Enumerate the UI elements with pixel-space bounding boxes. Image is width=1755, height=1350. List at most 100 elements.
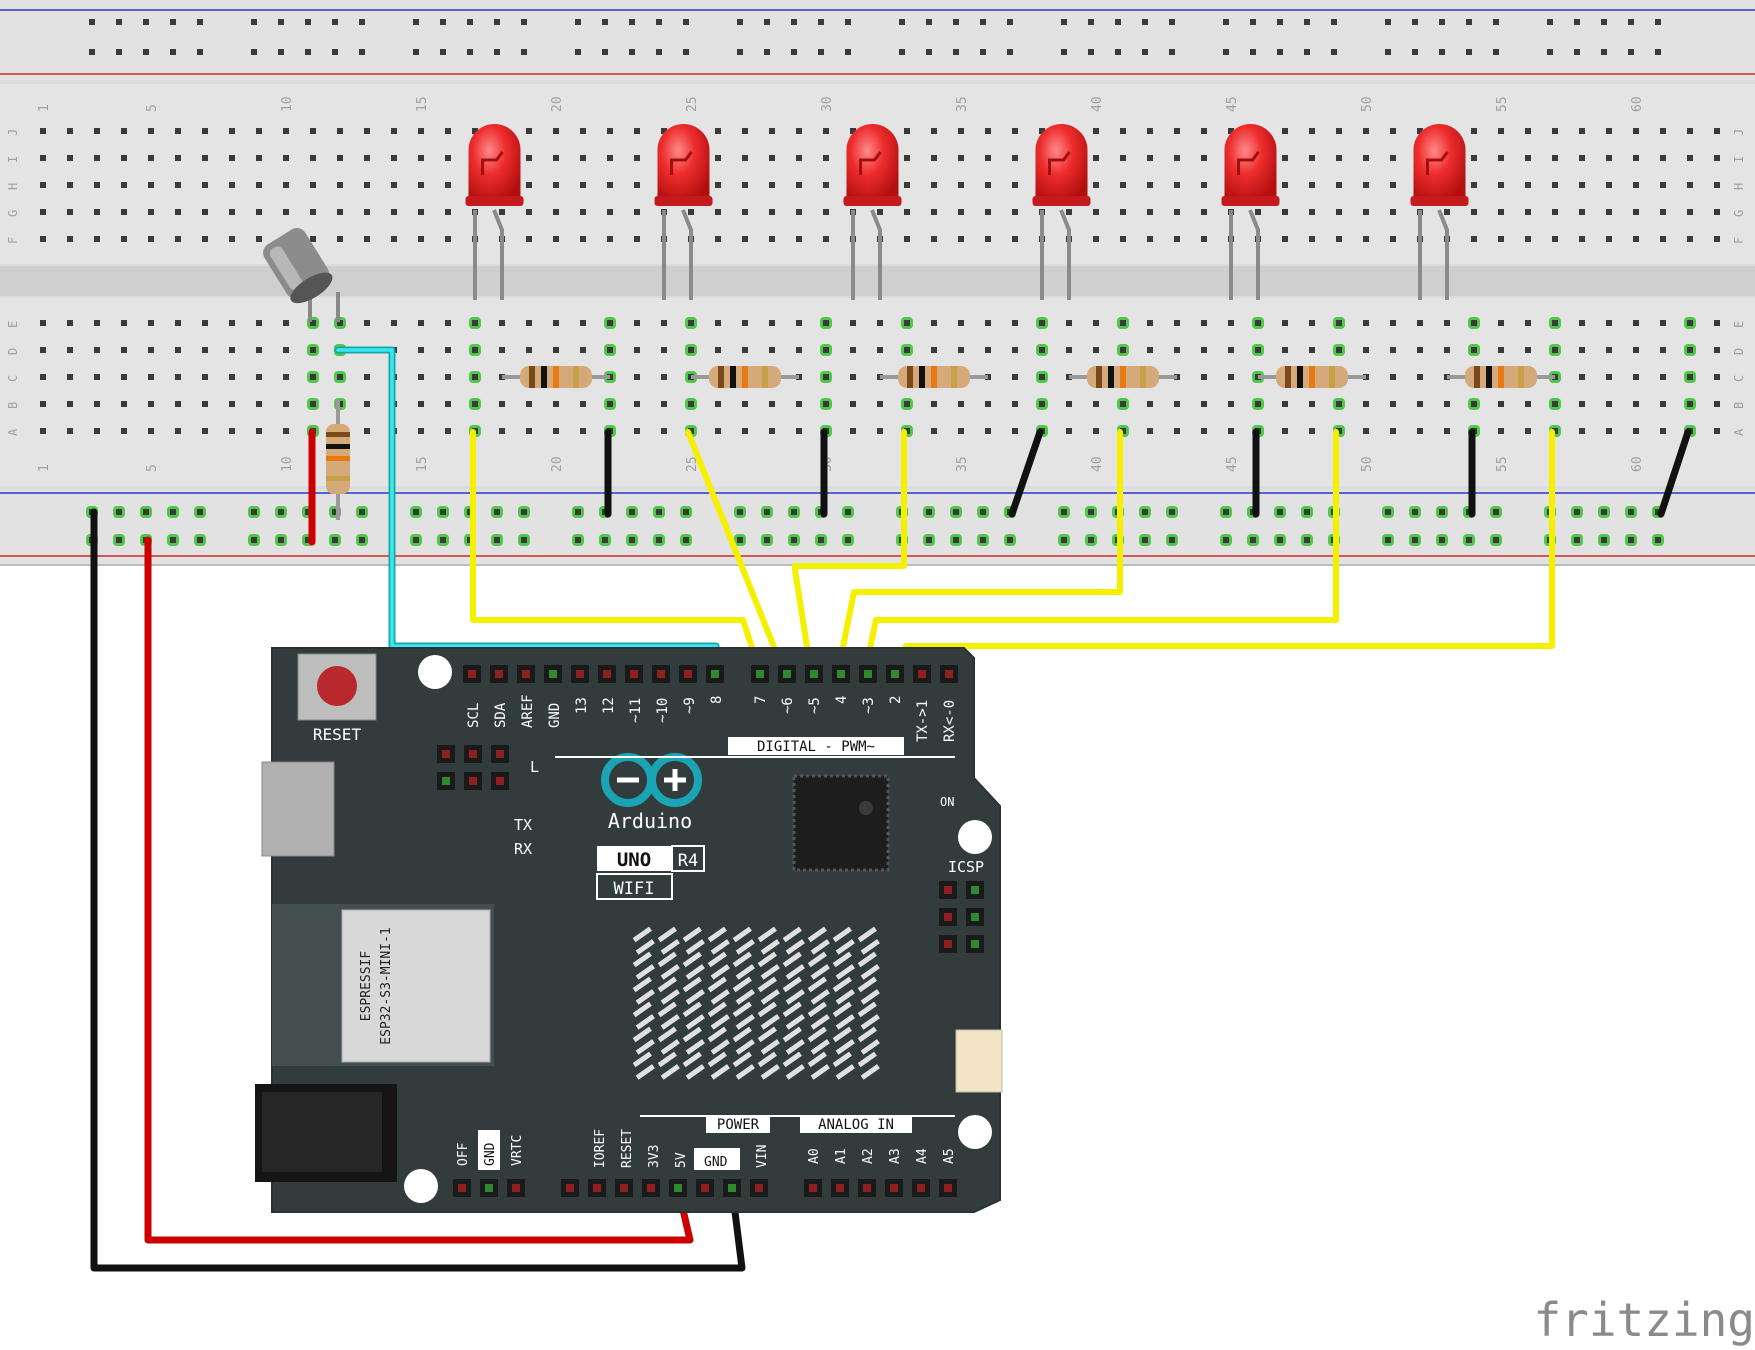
- hole: [688, 209, 694, 215]
- hole: [1633, 428, 1639, 434]
- hole: [877, 401, 883, 407]
- hole: [148, 236, 154, 242]
- hole: [229, 374, 235, 380]
- hole: [1606, 320, 1612, 326]
- red-led: [1221, 124, 1280, 300]
- hole: [1039, 320, 1045, 326]
- hole: [1147, 182, 1153, 188]
- matrix-led: [835, 989, 855, 1005]
- hole: [580, 236, 586, 242]
- rail-hole: [1655, 49, 1661, 55]
- matrix-led: [657, 951, 677, 968]
- hole: [1309, 236, 1315, 242]
- rail-hole: [278, 537, 284, 543]
- hole: [958, 347, 964, 353]
- rail-hole: [1439, 509, 1445, 515]
- matrix-led: [860, 1014, 880, 1030]
- matrix-led: [807, 926, 827, 943]
- hole: [94, 236, 100, 242]
- hole: [1174, 320, 1180, 326]
- pin-label: SDA: [493, 702, 509, 728]
- hole: [148, 428, 154, 434]
- hole: [40, 236, 46, 242]
- hole: [310, 374, 316, 380]
- hole: [472, 347, 478, 353]
- hole: [1444, 347, 1450, 353]
- matrix-led: [632, 1026, 652, 1043]
- rail-hole: [143, 49, 149, 55]
- hole: [1120, 182, 1126, 188]
- hole: [1336, 155, 1342, 161]
- hole: [1498, 320, 1504, 326]
- rail-hole: [1547, 19, 1553, 25]
- hole: [742, 128, 748, 134]
- hole: [1714, 128, 1720, 134]
- matrix-led: [685, 939, 705, 955]
- hole: [364, 155, 370, 161]
- column-number: 45: [1225, 456, 1240, 472]
- hole: [1147, 128, 1153, 134]
- rail-hole: [953, 509, 959, 515]
- hole: [1390, 347, 1396, 353]
- hole: [499, 209, 505, 215]
- hole: [1093, 182, 1099, 188]
- hole: [1228, 347, 1234, 353]
- hole: [1444, 320, 1450, 326]
- hole: [1633, 182, 1639, 188]
- matrix-led: [685, 1039, 705, 1055]
- hole: [985, 236, 991, 242]
- hole: [310, 401, 316, 407]
- rail-hole: [926, 537, 932, 543]
- row-letter: J: [1732, 129, 1746, 136]
- hole: [1228, 320, 1234, 326]
- matrix-led: [760, 989, 780, 1005]
- pin-label: ~11: [628, 698, 644, 723]
- power-header-labels: IOREF RESET 3V3 5V GND VIN: [593, 1129, 770, 1170]
- hole: [391, 182, 397, 188]
- hole: [634, 347, 640, 353]
- hole: [337, 236, 343, 242]
- matrix-led: [707, 951, 727, 968]
- header-pin-contact: [890, 1184, 898, 1192]
- rail-hole: [764, 49, 770, 55]
- matrix-led: [632, 1051, 652, 1068]
- hole: [1606, 374, 1612, 380]
- hole: [1579, 374, 1585, 380]
- hole: [904, 209, 910, 215]
- matrix-led: [707, 1051, 727, 1068]
- hole: [121, 374, 127, 380]
- hole: [1390, 401, 1396, 407]
- hole: [1174, 347, 1180, 353]
- hole: [337, 155, 343, 161]
- red-led: [1410, 124, 1469, 300]
- rail-hole: [1385, 19, 1391, 25]
- esp-header-contact: [442, 750, 450, 758]
- rail-hole: [467, 19, 473, 25]
- icsp-pin-contact: [944, 940, 952, 948]
- hole: [175, 128, 181, 134]
- hole: [1471, 155, 1477, 161]
- matrix-led: [860, 1064, 880, 1080]
- matrix-led: [732, 926, 752, 943]
- rail-hole: [1493, 509, 1499, 515]
- rail-hole: [170, 509, 176, 515]
- row-letter: E: [1732, 321, 1746, 328]
- hole: [175, 401, 181, 407]
- rail-hole: [305, 49, 311, 55]
- column-number: 35: [955, 456, 970, 472]
- row-letter: I: [1732, 156, 1746, 163]
- hole: [715, 182, 721, 188]
- hole: [391, 320, 397, 326]
- esp-header-contact: [496, 777, 504, 785]
- matrix-led: [785, 1014, 805, 1030]
- wires: [90, 346, 1692, 1272]
- rail-hole: [305, 19, 311, 25]
- hole: [1336, 182, 1342, 188]
- hole: [1633, 320, 1639, 326]
- hole: [958, 401, 964, 407]
- column-number: 10: [280, 96, 295, 112]
- rail-hole: [1412, 537, 1418, 543]
- sensor-resistor: [326, 400, 350, 520]
- matrix-led: [832, 976, 852, 993]
- matrix-led: [635, 964, 655, 980]
